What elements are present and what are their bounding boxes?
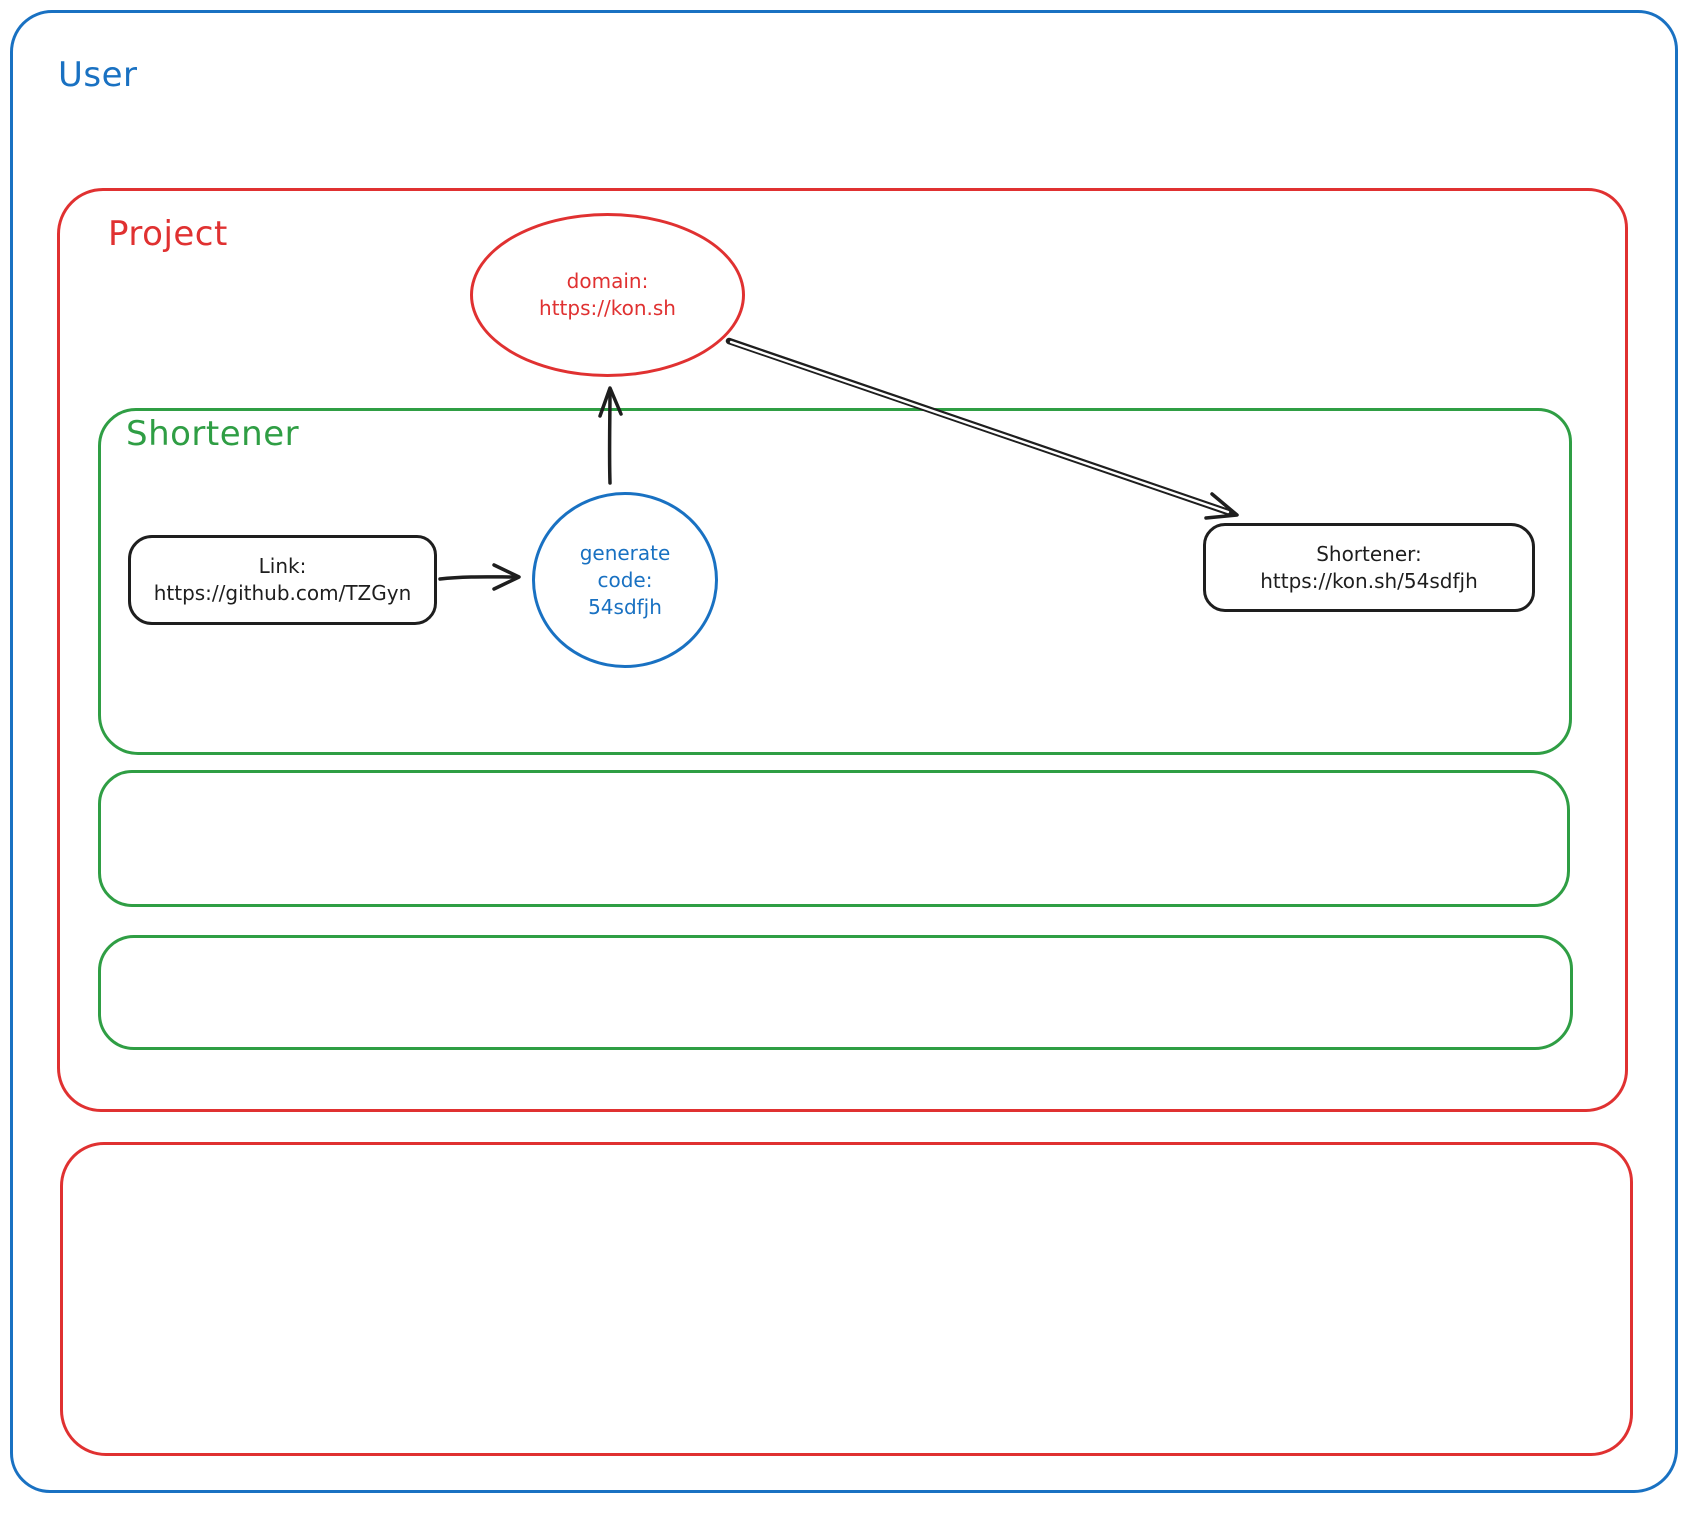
result-url: https://kon.sh/54sdfjh: [1260, 568, 1478, 593]
domain-url: https://kon.sh: [539, 296, 676, 320]
empty-green-row-2: [98, 935, 1573, 1050]
link-title: Link:: [258, 554, 307, 578]
user-container: [10, 10, 1678, 1493]
empty-green-row-1: [98, 770, 1570, 907]
domain-ellipse-node: domain: https://kon.sh: [470, 213, 745, 377]
generate-line1: generate: [579, 540, 671, 565]
link-url: https://github.com/TZGyn: [153, 581, 412, 605]
domain-title: domain:: [566, 269, 649, 293]
shortened-url-node: Shortener: https://kon.sh/54sdfjh: [1203, 523, 1535, 612]
result-title: Shortener:: [1316, 541, 1422, 566]
project-container: [57, 188, 1628, 1112]
project-label: Project: [108, 214, 228, 254]
generate-code-node: generate code: 54sdfjh: [532, 492, 718, 668]
generate-line2: code:: [597, 567, 653, 592]
link-node: Link: https://github.com/TZGyn: [128, 535, 437, 625]
shortener-label: Shortener: [126, 414, 300, 454]
generate-line3: 54sdfjh: [588, 594, 662, 619]
user-label: User: [58, 55, 138, 95]
empty-red-container: [60, 1142, 1633, 1456]
